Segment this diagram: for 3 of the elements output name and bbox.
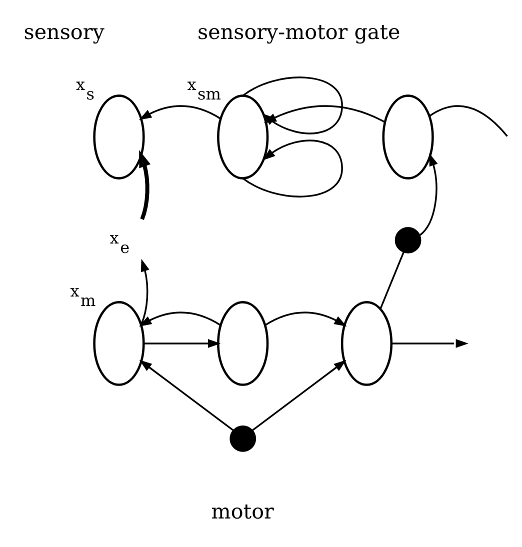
label: sensory-motor gate (197, 20, 400, 44)
label: sensory (23, 20, 104, 44)
label: motor (210, 499, 274, 524)
